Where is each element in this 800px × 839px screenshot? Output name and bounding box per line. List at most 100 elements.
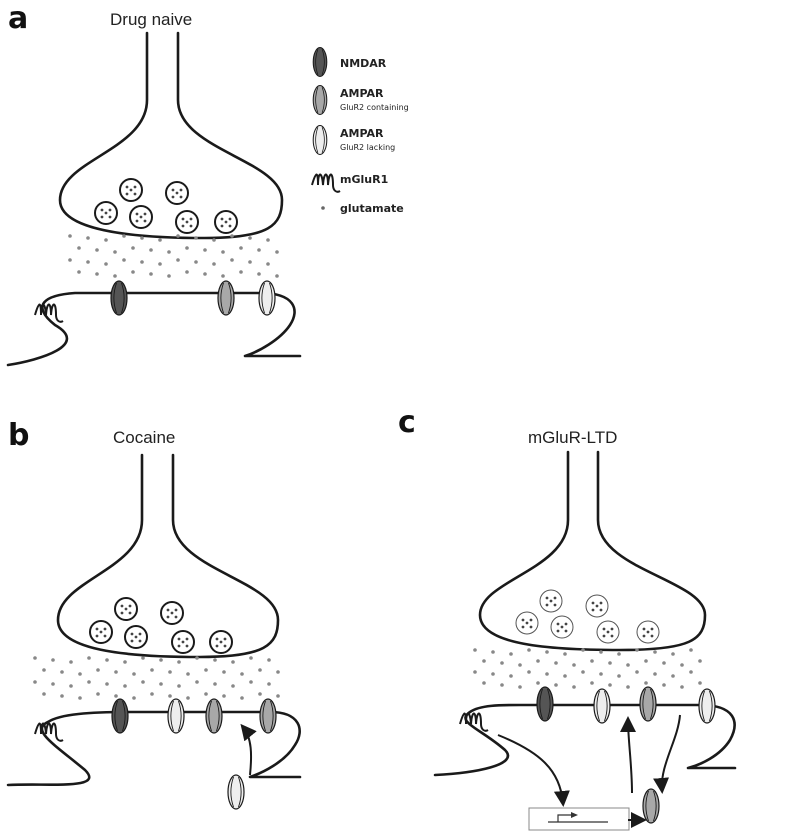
glutamate-dot xyxy=(69,660,73,664)
glutamate-dot xyxy=(545,650,549,654)
mglur1-receptor xyxy=(34,722,64,742)
glutamate-dot xyxy=(105,658,109,662)
glutamate-dot xyxy=(635,670,639,674)
glutamate-dot xyxy=(473,670,477,674)
glutamate-dot xyxy=(123,684,127,688)
glutamate-dot xyxy=(590,681,594,685)
glutamate-dot xyxy=(581,670,585,674)
glutamate-dot xyxy=(617,652,621,656)
glutamate-dot xyxy=(78,696,82,700)
glutamate-dot xyxy=(69,684,73,688)
glutamate-dot xyxy=(275,250,279,254)
panel-b-letter: b xyxy=(8,418,29,453)
glutamate-dot xyxy=(239,270,243,274)
vesicle xyxy=(209,630,233,654)
glutamate-dot xyxy=(114,694,118,698)
glutamate-dot xyxy=(509,674,513,678)
glutamate-dot xyxy=(222,694,226,698)
glutamate-dot xyxy=(185,246,189,250)
vesicle xyxy=(515,611,539,635)
legend-ampar-containing-sub: GluR2 containing xyxy=(340,103,409,112)
glutamate-dot xyxy=(96,692,100,696)
promoter-icon xyxy=(548,814,608,823)
glutamate-dot xyxy=(275,274,279,278)
glutamate-dot xyxy=(167,250,171,254)
glutamate-dot xyxy=(68,234,72,238)
glutamate-dot xyxy=(87,680,91,684)
panel-c: c mGluR-LTD xyxy=(398,405,737,831)
glutamate-dot xyxy=(141,680,145,684)
insertion-arrow xyxy=(240,723,257,776)
glutamate-dot xyxy=(536,681,540,685)
glutamate-dot xyxy=(33,656,37,660)
glutamate-dot xyxy=(60,670,64,674)
glutamate-dot xyxy=(213,682,217,686)
glutamate-dot xyxy=(572,685,576,689)
glutamate-dot xyxy=(168,694,172,698)
presynaptic-terminal xyxy=(478,450,707,652)
vesicle-group xyxy=(515,589,660,644)
insertion-arrow xyxy=(620,716,637,794)
glutamate-dot xyxy=(195,680,199,684)
glutamate-dot xyxy=(60,694,64,698)
glutamate-dot xyxy=(86,236,90,240)
glutamate-dot xyxy=(671,674,675,678)
glutamate-dot xyxy=(240,696,244,700)
ampar-glur2-containing xyxy=(217,280,235,316)
panel-a-letter: a xyxy=(8,1,28,36)
nmdar-receptor xyxy=(110,280,128,316)
glutamate-dot xyxy=(644,681,648,685)
presynaptic-terminal xyxy=(58,31,284,240)
glutamate-dot xyxy=(258,692,262,696)
glutamate-dot xyxy=(87,656,91,660)
vesicle xyxy=(596,620,620,644)
legend-ampar-lacking-sub: GluR2 lacking xyxy=(340,143,395,152)
glutamate-dot xyxy=(42,668,46,672)
glutamate-dot xyxy=(122,258,126,262)
glutamate-dot xyxy=(95,272,99,276)
vesicle xyxy=(94,201,118,225)
glutamate-dot xyxy=(149,272,153,276)
glutamate-dot xyxy=(626,663,630,667)
glutamate-dot xyxy=(176,234,180,238)
glutamate-dot xyxy=(276,670,280,674)
vesicle xyxy=(539,589,563,613)
vesicle xyxy=(165,181,189,205)
glutamate-dot xyxy=(51,682,55,686)
glutamate-dot xyxy=(42,692,46,696)
glutamate-dot xyxy=(249,656,253,660)
ampar-glur2-containing xyxy=(205,698,223,734)
vesicle xyxy=(124,625,148,649)
glutamate-dot xyxy=(203,272,207,276)
nmdar-receptor xyxy=(111,698,129,734)
glutamate-cloud xyxy=(33,656,280,700)
glutamate-dot xyxy=(599,672,603,676)
glutamate-dot xyxy=(194,236,198,240)
glutamate-dot xyxy=(86,260,90,264)
legend-glutamate-icon xyxy=(321,206,325,210)
glutamate-dot xyxy=(545,672,549,676)
glutamate-dot xyxy=(563,674,567,678)
glutamate-dot xyxy=(78,672,82,676)
legend-mglur1-icon xyxy=(311,173,341,193)
vesicle-group xyxy=(89,597,233,654)
glutamate-dot xyxy=(267,658,271,662)
vesicle xyxy=(129,205,153,229)
presynaptic-terminal xyxy=(56,453,280,659)
glutamate-dot xyxy=(626,685,630,689)
glutamate-dot xyxy=(258,668,262,672)
glutamate-dot xyxy=(527,648,531,652)
glutamate-dot xyxy=(212,262,216,266)
glutamate-dot xyxy=(482,659,486,663)
mglur1-icon xyxy=(311,173,341,193)
glutamate-dot xyxy=(114,670,118,674)
glutamate-dot xyxy=(536,659,540,663)
nmdar-receptor xyxy=(536,686,554,722)
glutamate-dot xyxy=(222,670,226,674)
glutamate-dot xyxy=(248,260,252,264)
glutamate-cloud xyxy=(473,648,702,689)
glutamate-dot xyxy=(680,685,684,689)
panel-c-title: mGluR-LTD xyxy=(528,428,617,447)
vesicle xyxy=(636,620,660,644)
